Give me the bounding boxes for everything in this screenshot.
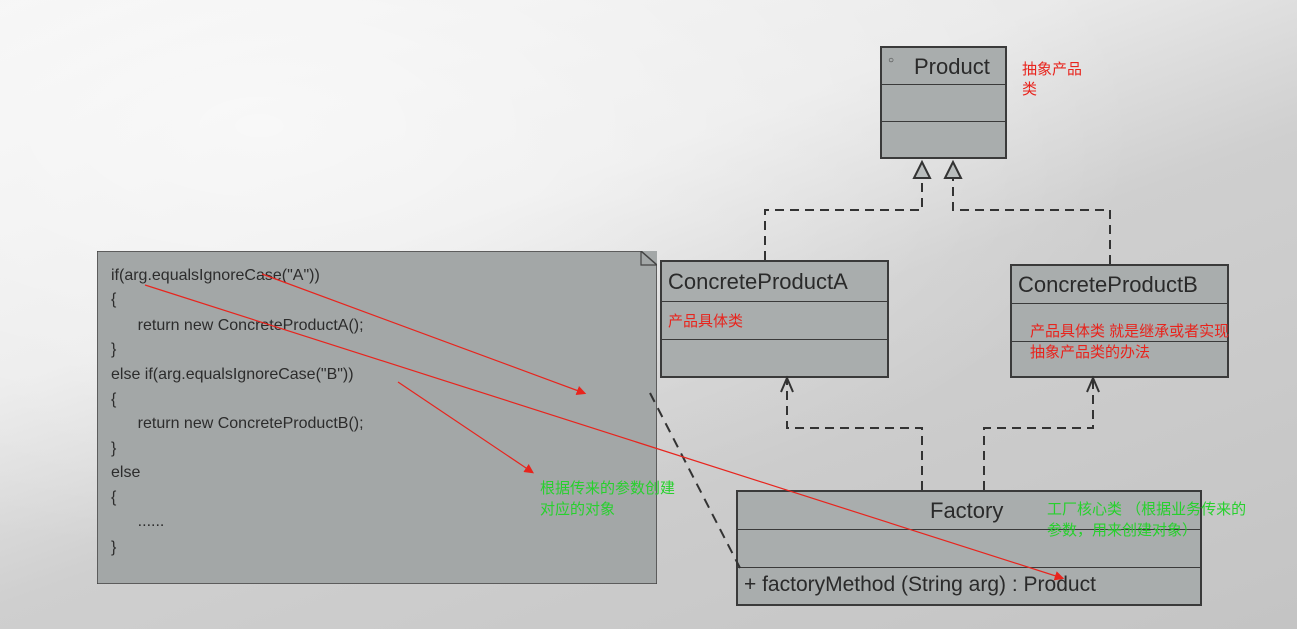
code-annotation-2: 对应的对象: [540, 501, 616, 518]
product-b-annotation-2: 抽象产品类的办法: [1030, 344, 1151, 361]
product-b-name-section: ConcreteProductB: [1012, 266, 1227, 304]
note-anchor-line: [649, 392, 741, 569]
code-line: {: [111, 391, 117, 408]
dependency-a-arrowhead: [780, 375, 794, 393]
code-line: if(arg.equalsIgnoreCase("A")): [111, 267, 320, 284]
note-shape: [97, 251, 657, 584]
product-a-attributes: 产品具体类: [662, 302, 887, 340]
factory-title: Factory: [930, 498, 1004, 523]
code-line: return new ConcreteProductB();: [111, 415, 364, 432]
dependency-a: [786, 380, 923, 490]
product-annotation-2: 类: [1022, 81, 1038, 98]
factory-name-section: Factory: [738, 492, 1200, 530]
product-title: Product: [914, 54, 990, 79]
product-attributes: [882, 85, 1005, 122]
code-line: return new ConcreteProductA();: [111, 317, 364, 334]
code-line: }: [111, 341, 117, 358]
product-a-title: ConcreteProductA: [668, 269, 848, 294]
product-a-annotation: 产品具体类: [668, 313, 744, 330]
factory-attributes: [738, 530, 1200, 568]
red-arrow-to-note: [261, 273, 587, 396]
realization-b-arrowhead: [943, 159, 963, 179]
code-line: ......: [111, 513, 165, 530]
concrete-product-b-class: ConcreteProductB: [1010, 264, 1229, 378]
code-line: }: [111, 539, 117, 556]
dependency-b: [983, 380, 1094, 490]
code-line: {: [111, 489, 117, 506]
code-line: {: [111, 291, 117, 308]
product-a-name-section: ConcreteProductA: [662, 262, 887, 302]
realization-a-arrowhead: [912, 159, 932, 179]
red-arrow-to-method: [144, 284, 1065, 581]
factory-methods: + factoryMethod (String arg) : Product: [738, 568, 1200, 604]
code-line: }: [111, 440, 117, 457]
product-b-annotation-1: 产品具体类 就是继承或者实现: [1030, 323, 1230, 340]
interface-icon: ○: [888, 55, 895, 66]
code-line: else: [111, 464, 141, 481]
factory-annotation-2: 参数，用来创建对象）: [1047, 522, 1198, 539]
factory-method: + factoryMethod (String arg) : Product: [744, 573, 1096, 596]
red-arrow-to-annotation: [397, 381, 534, 474]
product-b-attributes: [1012, 304, 1227, 342]
dependency-b-arrowhead: [1086, 375, 1100, 393]
factory-annotation-1: 工厂核心类 （根据业务传来的: [1047, 501, 1247, 518]
concrete-product-a-class: ConcreteProductA 产品具体类: [660, 260, 889, 378]
code-note: if(arg.equalsIgnoreCase("A")) { return n…: [97, 251, 657, 584]
product-annotation-1: 抽象产品: [1022, 61, 1083, 78]
realization-a: [764, 178, 923, 260]
code-annotation-1: 根据传来的参数创建: [540, 480, 676, 497]
product-class: ○ Product: [880, 46, 1007, 159]
product-name-section: ○ Product: [882, 48, 1005, 85]
code-line: else if(arg.equalsIgnoreCase("B")): [111, 366, 354, 383]
product-b-title: ConcreteProductB: [1018, 272, 1198, 297]
realization-b: [952, 178, 1111, 264]
